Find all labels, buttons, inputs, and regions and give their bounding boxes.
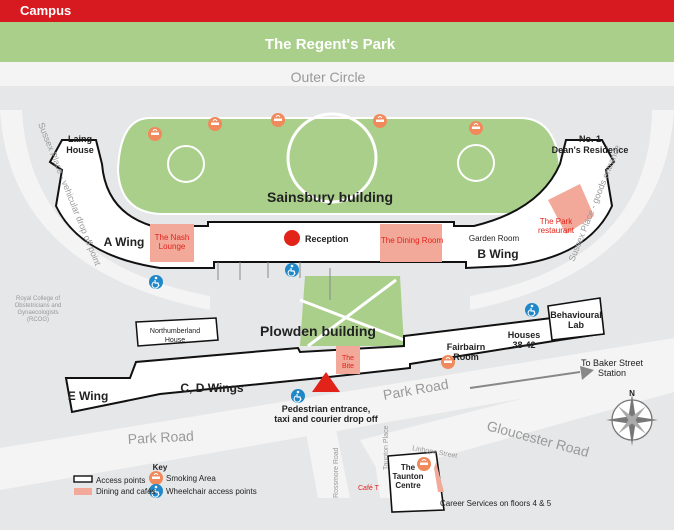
park-restaurant-area — [548, 184, 594, 234]
pedestrian-label: Pedestrian entrance,taxi and courier dro… — [274, 404, 379, 424]
garden-circle-right — [457, 144, 495, 182]
dining-room-area — [380, 224, 442, 262]
rossmore-road-band — [300, 400, 350, 498]
bite-area — [336, 346, 360, 374]
plowden-label: Plowden building — [260, 323, 376, 339]
northumberland-house — [135, 317, 219, 347]
wheelchair-access-icon — [290, 388, 306, 404]
header-title: Campus — [20, 3, 72, 18]
legend-title: Key — [153, 463, 168, 472]
cd-wings-label: C, D Wings — [180, 381, 244, 395]
baker-street-arrow — [469, 371, 581, 389]
a-wing-label: A Wing — [104, 235, 145, 249]
career-services-label: Career Services on floors 4 & 5 — [440, 499, 552, 508]
cafe-t-label: Café T — [358, 485, 380, 492]
compass-rose — [606, 394, 658, 446]
courtyard-paths — [299, 278, 405, 348]
outer-circle-label: Outer Circle — [291, 69, 366, 85]
smoking-area-icon — [270, 112, 286, 128]
arrow-head — [580, 366, 594, 380]
legend-wheelchair-label: Wheelchair access points — [166, 487, 257, 496]
sussex-road-east — [470, 110, 674, 310]
e-wing-label: E Wing — [68, 389, 109, 403]
cafe-t-area — [434, 462, 444, 492]
park-band — [0, 22, 674, 62]
taunton-place-label: Taunton Place — [383, 426, 390, 470]
pedestrian-entrance-marker — [312, 372, 340, 392]
park-road-label-2: Park Road — [127, 428, 194, 447]
park-road-band — [0, 338, 674, 490]
wheelchair-access-icon — [524, 302, 540, 318]
legend-smoking-label: Smoking Area — [166, 474, 216, 483]
garden-circle-left — [167, 145, 205, 183]
smoking-area-icon — [147, 126, 163, 142]
behavioural-lab — [547, 297, 605, 341]
sainsbury-label: Sainsbury building — [267, 189, 393, 205]
rossmore-road-label: Rossmore Road — [333, 447, 340, 498]
compass-north-label: N — [629, 389, 635, 398]
gloucester-road-band — [360, 360, 674, 474]
dining-room-label: The Dining Room — [381, 236, 444, 245]
nash-lounge-area — [150, 224, 194, 262]
smoking-area-icon — [372, 113, 388, 129]
outer-circle-road — [0, 62, 674, 86]
reception-label: Reception — [305, 234, 349, 244]
smoking-area-icon — [207, 116, 223, 132]
laing-line-2: House — [66, 145, 94, 155]
park-name: The Regent's Park — [265, 36, 396, 53]
legend-access-label: Access points — [96, 476, 145, 485]
smoking-area-icon — [468, 120, 484, 136]
header-bar: Campus — [0, 0, 674, 22]
garden-room-label: Garden Room — [469, 234, 520, 243]
sussex-road-west — [0, 110, 210, 310]
legend — [73, 470, 164, 499]
wheelchair-access-icon — [148, 274, 164, 290]
b-wing-label: B Wing — [477, 247, 518, 261]
smoking-area-icon — [416, 456, 432, 472]
wheelchair-access-icon — [284, 262, 300, 278]
campus-map: The Regent's Park Outer Circle Sainsbury… — [0, 22, 674, 530]
laing-line-1: Laing — [68, 134, 92, 144]
legend-dining-label: Dining and cafés — [96, 487, 156, 496]
path-lines — [217, 262, 331, 300]
reception-marker — [284, 230, 300, 246]
garden-circle-center — [286, 112, 378, 204]
